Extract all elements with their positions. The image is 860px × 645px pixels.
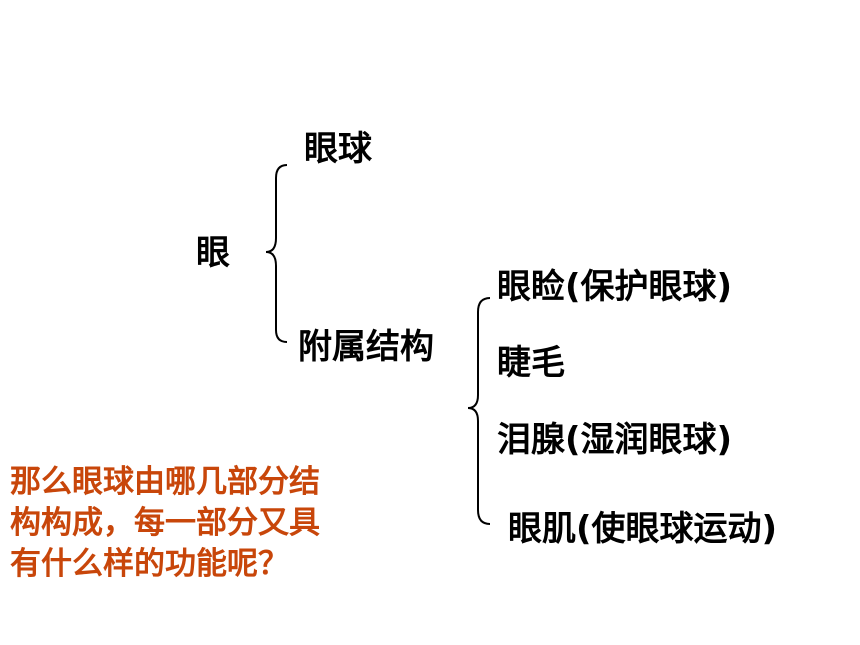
sub-item-lacrimal-gland: 泪腺(湿润眼球) [497,420,733,460]
question-line: 构构成，每一部分又具 [10,505,320,541]
main-brace [265,164,288,343]
sub-brace [467,297,491,525]
root-label-eye: 眼 [196,233,230,273]
sub-item-eye-muscle: 眼肌(使眼球运动) [508,509,778,549]
question-text: 那么眼球由哪几部分结 构构成，每一部分又具 有什么样的功能呢？ [10,462,410,585]
branch-accessory-structures: 附属结构 [298,327,434,367]
question-line: 有什么样的功能呢？ [10,546,289,582]
sub-item-eyelash: 睫毛 [497,343,565,383]
branch-eyeball: 眼球 [304,129,372,169]
sub-item-eyelid: 眼睑(保护眼球) [497,267,733,307]
question-line: 那么眼球由哪几部分结 [10,464,320,500]
